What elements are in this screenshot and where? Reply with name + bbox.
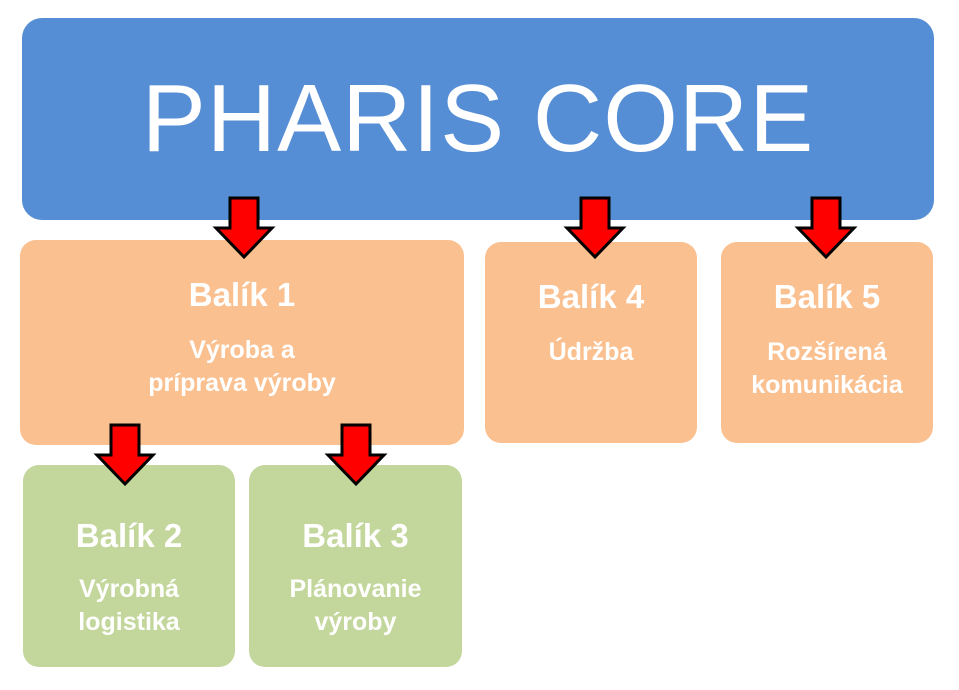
balik-4-subtitle: Údržba: [548, 338, 634, 366]
arrow-down-icon: [324, 423, 388, 487]
balik-1-title: Balík 1: [188, 276, 296, 313]
core-title: PHARIS CORE: [141, 65, 815, 172]
balik-1-subtitle: Výroba a príprava výroby: [148, 336, 336, 397]
arrow-down-icon: [563, 196, 627, 260]
balik-2-title: Balík 2: [75, 517, 183, 554]
balik-4-title: Balík 4: [537, 278, 645, 315]
balik-4-box: Balík 4 Údržba: [485, 242, 697, 443]
arrow-down-icon: [212, 196, 276, 260]
balik-2-subtitle: Výrobná logistika: [78, 575, 180, 636]
pharis-core-box: PHARIS CORE: [22, 18, 934, 220]
balik-1-box: Balík 1 Výroba a príprava výroby: [20, 240, 464, 445]
balik-2-box: Balík 2 Výrobná logistika: [23, 465, 235, 667]
balik-3-box: Balík 3 Plánovanie výroby: [249, 465, 462, 667]
balik-5-title: Balík 5: [773, 278, 881, 315]
balik-3-subtitle: Plánovanie výroby: [289, 575, 422, 636]
balik-5-box: Balík 5 Rozšírená komunikácia: [721, 242, 933, 443]
balik-3-title: Balík 3: [302, 517, 409, 554]
arrow-down-icon: [794, 196, 858, 260]
balik-5-subtitle: Rozšírená komunikácia: [751, 338, 903, 399]
arrow-down-icon: [93, 423, 157, 487]
